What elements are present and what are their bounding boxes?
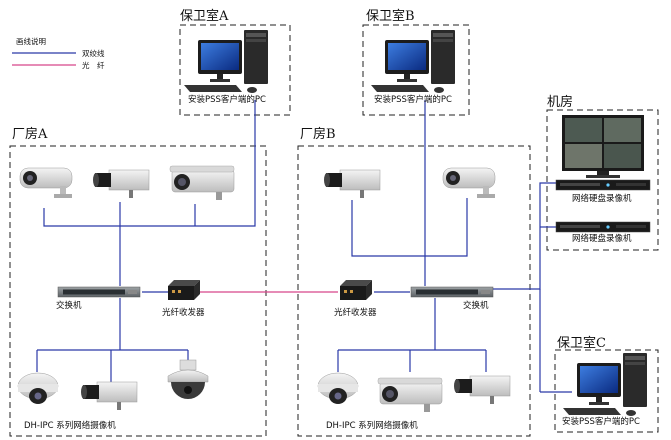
nvr-1-label: 网络硬盘录像机 <box>572 193 632 204</box>
legend-title: 画线说明 <box>16 36 46 46</box>
plant-b-camera-label: DH-IPC 系列网络摄像机 <box>326 420 418 431</box>
plant-b-title: 厂房B <box>300 126 336 142</box>
plant-b: 厂房B 光纤收发器 交换机 DH-IPC 系列网络摄像机 <box>300 126 511 431</box>
plant-a-box <box>9 145 267 437</box>
guard-c-box <box>554 349 659 433</box>
plant-a-switch <box>57 286 141 298</box>
speed-dome-camera <box>167 359 209 400</box>
guard-b-pc <box>371 30 455 93</box>
nvr-1 <box>555 179 651 191</box>
dome-camera <box>17 372 59 405</box>
plant-b-switch-label: 交换机 <box>463 300 489 311</box>
guard-c-title: 保卫室C <box>557 335 606 351</box>
guard-a: 保卫室A 安装PSS客户端的PC <box>180 8 268 105</box>
box-camera <box>92 169 150 199</box>
machine-room-box <box>546 109 659 251</box>
housing-camera <box>377 377 443 413</box>
guard-a-pc <box>184 30 268 93</box>
video-wall-monitor <box>562 115 644 178</box>
legend-fiber-label: 光 纤 <box>82 60 105 70</box>
plant-b-transceiver <box>340 280 372 300</box>
guard-c-pc <box>563 353 647 416</box>
plant-a-transceiver <box>168 280 200 300</box>
legend: 画线说明 双绞线 光 纤 <box>12 36 105 70</box>
guard-b-box <box>362 24 470 116</box>
nvr-2-label: 网络硬盘录像机 <box>572 233 632 244</box>
guard-a-title: 保卫室A <box>180 8 229 24</box>
plant-a-camera-label: DH-IPC 系列网络摄像机 <box>24 420 116 431</box>
plant-a-title: 厂房A <box>12 126 48 142</box>
twisted-pair-wiring <box>36 100 572 393</box>
legend-twisted-pair-label: 双绞线 <box>82 48 105 58</box>
dome-camera <box>317 372 359 405</box>
nvr-2 <box>555 221 651 233</box>
guard-b-title: 保卫室B <box>366 8 415 24</box>
plant-b-switch <box>410 286 494 298</box>
guard-c: 保卫室C 安装PSS客户端的PC <box>557 335 647 427</box>
guard-c-pc-label: 安装PSS客户端的PC <box>562 416 640 427</box>
machine-room-title: 机房 <box>547 94 573 110</box>
plant-b-transceiver-label: 光纤收发器 <box>334 307 377 318</box>
plant-a: 厂房A 交换机 光纤收发器 DH-IPC 系列网络摄像机 <box>12 126 235 431</box>
box-camera <box>80 381 138 411</box>
guard-a-box <box>179 24 291 116</box>
bullet-camera <box>19 167 73 199</box>
box-camera <box>323 169 381 199</box>
plant-b-box <box>297 145 531 437</box>
guard-b: 保卫室B 安装PSS客户端的PC <box>366 8 455 105</box>
plant-a-switch-label: 交换机 <box>56 300 82 311</box>
plant-a-transceiver-label: 光纤收发器 <box>162 307 205 318</box>
housing-camera <box>169 165 235 201</box>
box-camera <box>453 375 511 405</box>
guard-b-pc-label: 安装PSS客户端的PC <box>374 94 452 105</box>
machine-room: 机房 网络硬盘录像机 网络硬盘录像机 <box>547 94 651 244</box>
bullet-camera <box>442 167 496 199</box>
guard-a-pc-label: 安装PSS客户端的PC <box>188 94 266 105</box>
